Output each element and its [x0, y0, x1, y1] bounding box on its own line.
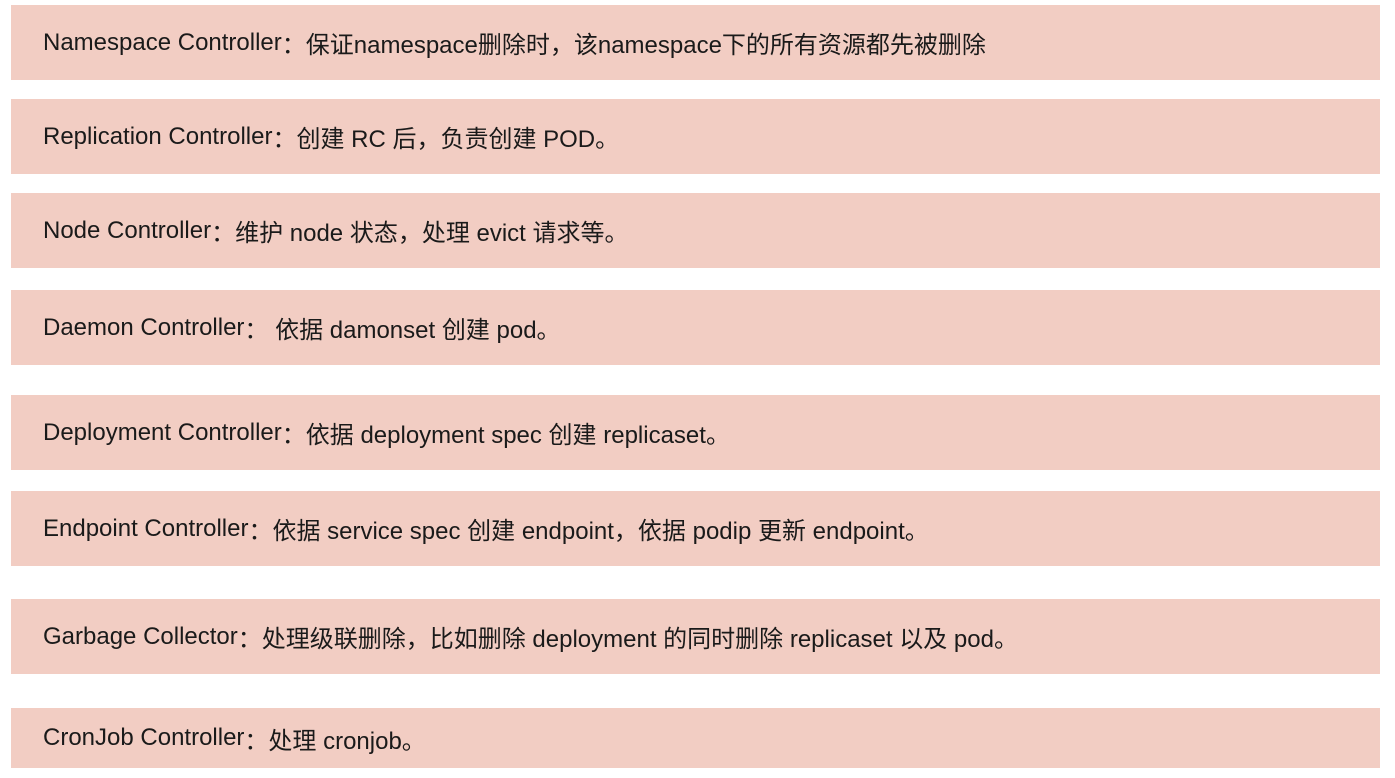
item-description: 处理 cronjob。: [268, 727, 426, 755]
list-item-node-controller: Node Controller：维护 node 状态，处理 evict 请求等。: [11, 193, 1380, 268]
item-description: 保证namespace删除时，该namespace下的所有资源都先被删除: [305, 32, 986, 59]
item-title: CronJob Controller: [43, 724, 245, 751]
item-separator: ：: [211, 220, 236, 247]
item-title: Daemon Controller: [43, 313, 245, 341]
item-title: Namespace Controller: [43, 28, 282, 56]
list-item-deployment-controller: Deployment Controller：依据 deployment spec…: [11, 395, 1380, 470]
item-title: Endpoint Controller: [43, 514, 249, 542]
list-item-garbage-collector: Garbage Collector：处理级联删除，比如删除 deployment…: [11, 599, 1380, 674]
item-description: 依据 deployment spec 创建 replicaset。: [305, 422, 730, 449]
item-title: Garbage Collector: [43, 622, 238, 650]
item-separator: ：: [281, 32, 306, 59]
item-description: 依据 damonset 创建 pod。: [275, 317, 561, 344]
list-item-namespace-controller: Namespace Controller：保证namespace删除时，该nam…: [11, 5, 1380, 80]
list-item-replication-controller: Replication Controller：创建 RC 后，负责创建 POD。: [11, 99, 1380, 174]
item-separator: ：: [244, 727, 269, 755]
item-separator: ：: [237, 626, 262, 653]
item-separator: ：: [248, 518, 273, 545]
list-item-endpoint-controller: Endpoint Controller：依据 service spec 创建 e…: [11, 491, 1380, 566]
item-separator: ：: [281, 422, 306, 449]
item-separator: ：: [244, 317, 276, 344]
item-description: 维护 node 状态，处理 evict 请求等。: [235, 220, 629, 247]
item-title: Replication Controller: [43, 122, 273, 150]
item-title: Node Controller: [43, 216, 212, 244]
item-title: Deployment Controller: [43, 418, 282, 446]
item-description: 处理级联删除，比如删除 deployment 的同时删除 replicaset …: [261, 626, 1018, 653]
item-description: 依据 service spec 创建 endpoint，依据 podip 更新 …: [272, 518, 929, 545]
item-description: 创建 RC 后，负责创建 POD。: [296, 126, 620, 153]
list-item-daemon-controller: Daemon Controller： 依据 damonset 创建 pod。: [11, 290, 1380, 365]
item-separator: ：: [272, 126, 297, 153]
list-item-cronjob-controller: CronJob Controller：处理 cronjob。: [11, 708, 1380, 768]
